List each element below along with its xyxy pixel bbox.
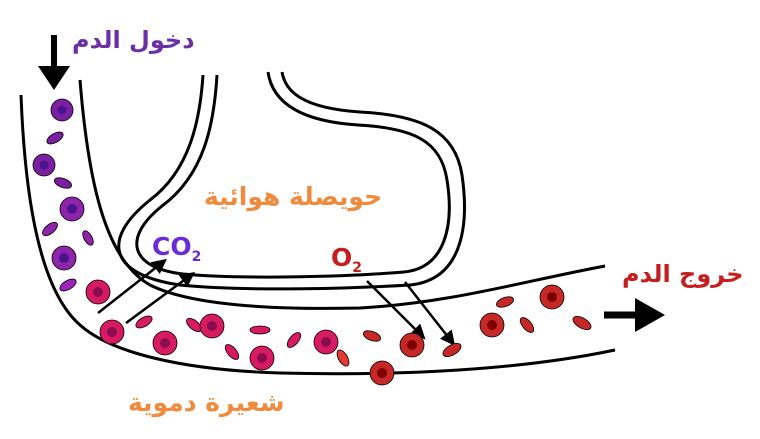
blood-cell — [223, 342, 241, 362]
blood-cell — [495, 295, 515, 310]
blood-cell — [441, 341, 463, 360]
blood-cell — [571, 314, 593, 333]
blood-cell — [250, 326, 270, 334]
co2-diffusion-arrows — [98, 262, 191, 323]
co2-label-subscript: 2 — [192, 249, 202, 265]
o2-diffusion-arrows — [367, 281, 452, 342]
co2-label-main: CO — [152, 232, 192, 261]
o2-label: O2 — [331, 243, 362, 276]
blood-in-label: دخول الدم — [72, 26, 195, 54]
o2-label-subscript: 2 — [352, 260, 362, 276]
blood-cell — [335, 348, 352, 368]
blood-cell — [518, 315, 536, 335]
blood-out-arrow — [604, 298, 665, 332]
blood-in-arrow — [38, 35, 70, 90]
alveolus-label: حويصلة هوائية — [204, 182, 382, 211]
co2-label: CO2 — [152, 232, 201, 265]
blood-cell — [45, 130, 65, 147]
blood-cell — [40, 220, 60, 238]
blood-cell — [362, 329, 382, 344]
blood-out-label: خروج الدم — [622, 260, 744, 288]
blood-cell — [53, 176, 73, 191]
o2-label-main: O — [331, 243, 352, 272]
o2-arrow-1 — [367, 281, 422, 336]
blood-cell — [58, 277, 78, 294]
blood-cell — [285, 330, 303, 350]
blood-cell — [81, 229, 96, 247]
capillary-label: شعيرة دموية — [128, 388, 284, 417]
transition-cells — [86, 280, 351, 370]
